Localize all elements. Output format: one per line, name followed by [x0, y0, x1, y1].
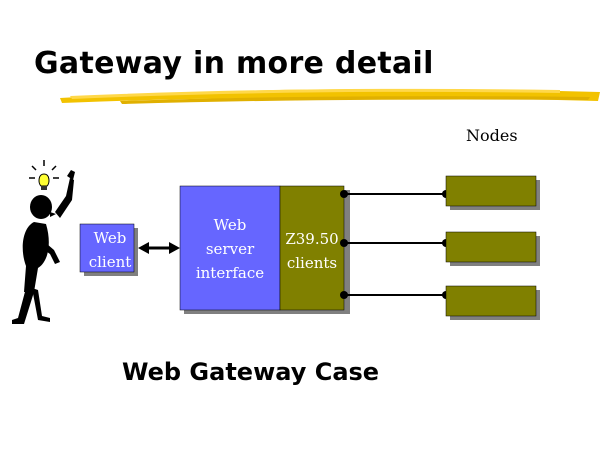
- connector-lines: [340, 190, 450, 299]
- nodes-label: Nodes: [466, 126, 518, 145]
- web-server-label-line1: Web: [213, 216, 247, 234]
- z3950-label-line1: Z39.50: [285, 230, 339, 248]
- node-box-2: [445, 231, 540, 266]
- lightbulb-icon: [29, 160, 59, 190]
- web-client-label-line1: Web: [93, 229, 127, 247]
- node-box-1: [445, 175, 540, 210]
- z3950-clients-box: [279, 185, 345, 311]
- web-server-label-line3: interface: [195, 264, 265, 282]
- node-box-3: [445, 285, 540, 320]
- z3950-label-line2: clients: [286, 254, 338, 272]
- title-underline: [60, 88, 600, 104]
- web-client-label-line2: client: [88, 253, 132, 271]
- web-server-interface-box: [179, 185, 281, 311]
- double-arrow: [138, 242, 180, 254]
- web-server-label-line2: server: [205, 240, 255, 258]
- page-title: Gateway in more detail: [34, 46, 434, 81]
- z3950-clients-label: Z39.50 clients: [280, 227, 344, 275]
- diagram-caption: Web Gateway Case: [122, 358, 380, 386]
- web-server-interface-label: Web server interface: [182, 213, 278, 285]
- web-client-box: [79, 223, 135, 273]
- person-with-idea-icon: [12, 160, 75, 324]
- web-client-label: Web client: [84, 226, 136, 274]
